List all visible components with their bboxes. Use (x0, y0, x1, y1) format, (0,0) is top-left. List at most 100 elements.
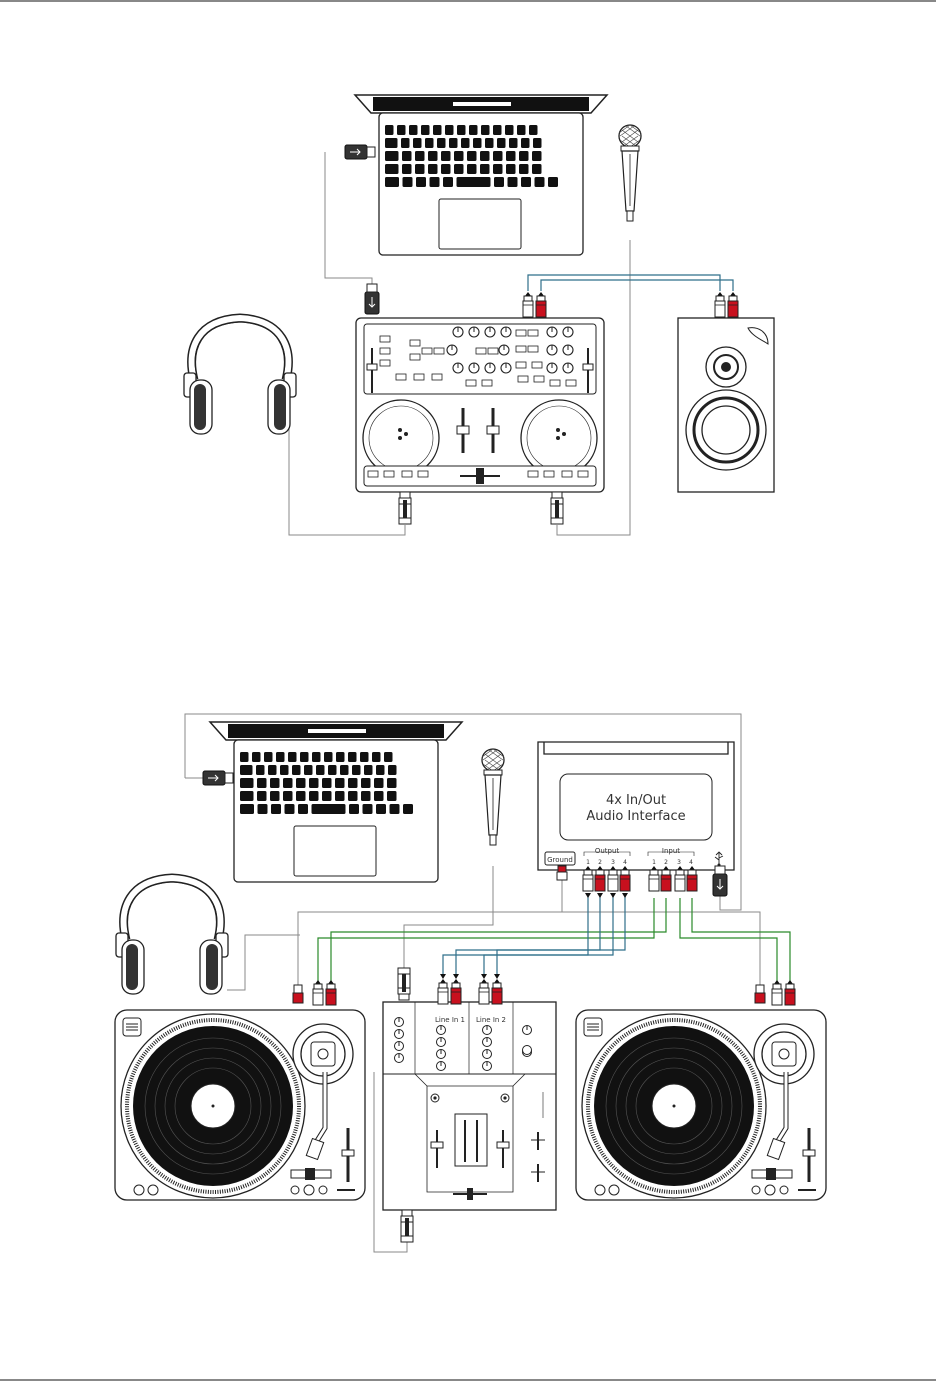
key (521, 177, 531, 187)
output-cable-1 (442, 895, 589, 975)
key (532, 164, 542, 174)
headphones-icon (184, 318, 296, 434)
microphone-icon (481, 748, 505, 846)
ground-plug-icon (556, 865, 568, 881)
key (415, 164, 425, 174)
pad-button (465, 379, 477, 387)
input-cable-3 (679, 898, 778, 1000)
key (349, 804, 359, 814)
key (494, 177, 504, 187)
headphones-icon (116, 878, 228, 994)
pad-button (379, 359, 391, 367)
key (473, 138, 482, 148)
pad-button (383, 470, 395, 478)
rca-plug-icon (478, 978, 490, 1005)
input-cable-1 (317, 898, 655, 1000)
rca-plug-icon (450, 978, 462, 1005)
key (387, 791, 397, 801)
jack-plug-icon (400, 1209, 414, 1243)
input-channel-4: 4 (689, 859, 693, 866)
key (509, 138, 518, 148)
jack-plug-icon (397, 967, 411, 1001)
arrow-down-icon (622, 893, 628, 898)
ground-plug-icon (754, 984, 766, 1004)
usb-plug-icon (202, 770, 234, 786)
line-in-2-label: Line In 2 (476, 1016, 506, 1024)
rca-plug-icon (714, 291, 726, 318)
output-cable-4 (496, 895, 626, 975)
key (506, 164, 516, 174)
key (276, 752, 285, 762)
usb-cable (324, 152, 373, 290)
pad-button (409, 353, 421, 361)
knob (522, 1045, 532, 1055)
turntable-icon-right (576, 1010, 826, 1200)
key (362, 804, 373, 814)
microphone-cable (556, 240, 631, 536)
pad-button (515, 361, 527, 369)
output-channel-2: 2 (598, 859, 602, 866)
key (548, 177, 558, 187)
key (493, 125, 502, 135)
arrow-down-icon (585, 893, 591, 898)
key (257, 804, 268, 814)
pad-button (409, 339, 421, 347)
key (322, 791, 332, 801)
arrow-down-icon (453, 974, 459, 979)
key (348, 752, 357, 762)
key (376, 765, 385, 775)
arrow-down-icon (440, 974, 446, 979)
key (505, 125, 514, 135)
key (493, 151, 503, 161)
key (384, 752, 393, 762)
key (402, 151, 412, 161)
key (401, 138, 410, 148)
pad-button (379, 335, 391, 343)
pad-button (549, 379, 561, 387)
key (352, 765, 361, 775)
key (328, 765, 337, 775)
laptop-icon (354, 94, 608, 256)
key (292, 765, 301, 775)
key (374, 778, 384, 788)
key (298, 804, 308, 814)
key (433, 125, 442, 135)
laptop-icon (209, 721, 463, 883)
ground-plug-icon (292, 984, 304, 1004)
key (240, 752, 249, 762)
jack-plug-icon (550, 491, 564, 525)
rca-plug-icon (607, 865, 619, 892)
key (257, 778, 267, 788)
key (309, 778, 319, 788)
rca-plug-icon (686, 865, 698, 892)
pad-button (487, 347, 499, 355)
key (270, 778, 280, 788)
key (454, 151, 464, 161)
key (316, 765, 325, 775)
input-channel-1: 1 (652, 859, 656, 866)
key (456, 177, 491, 187)
pad-button (421, 347, 433, 355)
pad-button (413, 373, 425, 381)
key (284, 804, 295, 814)
key (467, 151, 477, 161)
key (532, 151, 542, 161)
key (481, 125, 490, 135)
key (240, 765, 253, 775)
key (257, 791, 267, 801)
key (385, 125, 394, 135)
key (288, 752, 297, 762)
rca-plug-icon (660, 865, 672, 892)
key (454, 164, 464, 174)
rca-plug-icon (491, 978, 503, 1005)
rca-plug-icon (594, 865, 606, 892)
input-channel-3: 3 (677, 859, 681, 866)
rca-cable-left (527, 274, 721, 291)
pad-button (515, 345, 527, 353)
rca-plug-icon (784, 979, 796, 1006)
microphone-icon (618, 124, 642, 222)
rca-cable-right (540, 279, 734, 291)
ground-cable-right (562, 911, 761, 985)
rca-plug-icon (771, 979, 783, 1006)
pad-button (527, 470, 539, 478)
